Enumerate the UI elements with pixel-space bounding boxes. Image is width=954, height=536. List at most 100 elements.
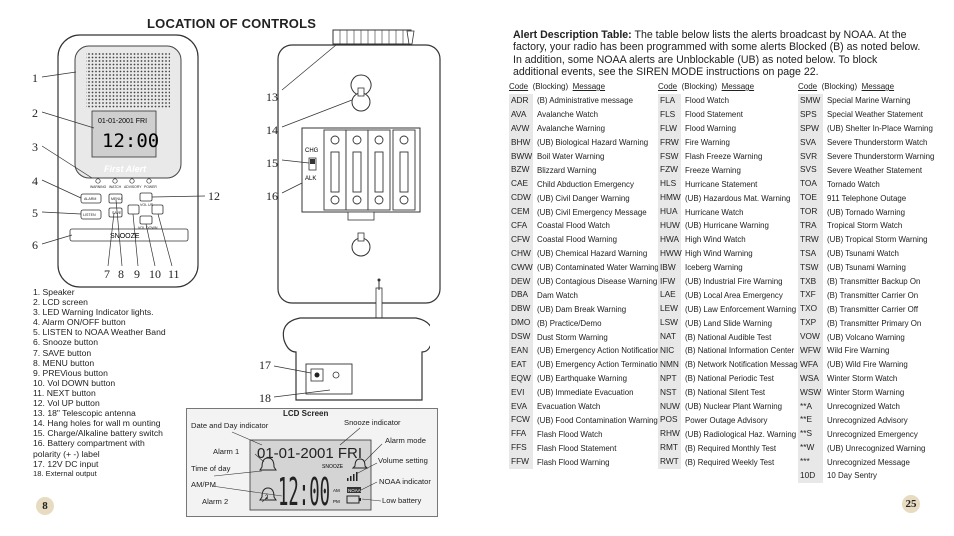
next-button	[151, 204, 164, 215]
label-time-of-day: Time of day	[191, 464, 231, 473]
alert-code: SPS	[798, 107, 823, 122]
speaker-holes	[86, 52, 170, 108]
list-item: 10. Vol DOWN button	[33, 377, 116, 388]
alert-code: FRW	[658, 135, 681, 150]
callout-17: 17	[259, 358, 271, 372]
list-item: 14. Hang holes for wall m ounting	[33, 418, 161, 429]
alert-message: (UB) Emergency Action Termination	[537, 360, 662, 370]
list-item: polarity (+ -) label	[33, 448, 100, 459]
antenna-base	[332, 29, 412, 45]
alert-code: EAN	[509, 344, 533, 358]
alert-message: Unrecognized Watch	[827, 402, 900, 412]
table-row: EQW (UB) Earthquake Warning	[509, 371, 662, 386]
alert-code: TXF	[798, 288, 823, 303]
table-row: TRW(UB) Tropical Storm Warning	[798, 232, 934, 247]
callout-14: 14	[266, 123, 278, 137]
table-row: RWT(B) Required Weekly Test	[658, 455, 802, 470]
alert-code: WFA	[798, 357, 823, 372]
list-item: 11. NEXT button	[33, 387, 96, 398]
alert-message: Hurricane Statement	[685, 179, 758, 189]
alert-message: Flash Freeze Warning	[685, 152, 763, 161]
alert-code: TRW	[798, 232, 823, 247]
alert-message: Flash Flood Warning	[537, 457, 610, 467]
table-row: FZW Freeze Warning	[658, 163, 802, 178]
snooze-button-label: SNOOZE	[110, 233, 140, 240]
alert-code: CEM	[509, 205, 533, 220]
table-row: TXB(B) Transmitter Backup On	[798, 274, 934, 289]
alarm-button-label: ALARM	[84, 197, 96, 201]
col-header-code: Code	[798, 82, 818, 91]
alert-message: (UB) Immediate Evacuation	[537, 388, 634, 398]
alert-code: TOA	[798, 177, 823, 192]
table-row: NAT(B) National Audible Test	[658, 330, 802, 345]
callout-4: 4	[32, 174, 38, 188]
list-item: 6. Snooze button	[33, 337, 98, 348]
alert-message: (UB) Volcano Warning	[827, 332, 905, 342]
led-label-watch: WATCH	[109, 185, 122, 189]
table-row: BHW(UB) Biological Hazard Warning	[509, 135, 662, 150]
alert-code: EQW	[509, 371, 533, 386]
table-row: TSW(UB) Tsunami Warning	[798, 260, 934, 275]
callout-9: 9	[134, 267, 140, 281]
alert-code: FCW	[509, 413, 533, 428]
alert-message: Power Outage Advisory	[685, 415, 768, 425]
table-row: TOR(UB) Tornado Warning	[798, 205, 934, 220]
alert-code: RWT	[658, 455, 681, 470]
callout-8: 8	[118, 267, 124, 281]
alert-message: Flood Statement	[685, 110, 743, 120]
table-row: CHW(UB) Chemical Hazard Warning	[509, 246, 662, 261]
intro-heading: Alert Description Table:	[513, 29, 632, 41]
alert-message: (UB) Law Enforcement Warning	[685, 304, 797, 314]
device-lcd-date: 01-01-2001 FRI	[98, 118, 147, 125]
chg-label: CHG	[305, 148, 319, 154]
alert-message: (UB) Biological Hazard Warning	[537, 138, 649, 148]
alert-message: Tornado Watch	[827, 179, 880, 189]
alert-message: (UB) Earthquake Warning	[537, 374, 628, 384]
table-row: CWW(UB) Contaminated Water Warning	[509, 260, 662, 275]
alert-code: HUW	[658, 219, 681, 233]
led-label-power: POWER	[144, 185, 157, 189]
alert-code: 10D	[798, 469, 823, 483]
led-label-advisory: ADVISORY	[124, 185, 142, 189]
alert-code: **W	[798, 441, 823, 456]
lcd-snooze: SNOOZE	[322, 464, 344, 470]
alert-code: CFA	[509, 219, 533, 233]
col-header-message: Message	[572, 82, 606, 91]
alert-message: (UB) Nuclear Plant Warning	[685, 402, 783, 412]
external-output-jack	[332, 371, 340, 379]
alert-code: CHW	[509, 246, 533, 261]
page-number-right: 25	[902, 495, 920, 513]
alert-code: FLA	[658, 94, 681, 108]
alert-message: (UB) Land Slide Warning	[685, 318, 772, 328]
alert-message: (UB) Tornado Warning	[827, 207, 906, 217]
callout-2: 2	[32, 106, 38, 120]
alert-code: DBW	[509, 302, 533, 317]
alert-message: (B) Transmitter Primary On	[827, 318, 922, 328]
col-header-blocking: (Blocking)	[681, 82, 718, 91]
alert-message: Freeze Warning	[685, 165, 741, 175]
table-row: RHW(UB) Radiological Haz. Warning	[658, 427, 802, 442]
lcd-screen-drawing: 01-01-2001 FRI 12:00 SNOOZE AM PM NOAA 2	[211, 427, 383, 514]
list-item: 5. LISTEN to NOAA Weather Band	[33, 327, 166, 338]
alert-code: FFA	[509, 427, 533, 442]
vol-down-label: VOL DOWN	[138, 226, 158, 230]
snooze-button	[69, 228, 189, 242]
list-item: 16. Battery compartment with	[33, 438, 145, 449]
alert-code: FZW	[658, 163, 681, 178]
table-row: SPW(UB) Shelter In-Place Warning	[798, 121, 934, 136]
alert-message: High Wind Watch	[685, 235, 746, 245]
label-alarm2: Alarm 2	[202, 497, 229, 506]
alert-message: (B) Transmitter Carrier Off	[827, 304, 919, 314]
